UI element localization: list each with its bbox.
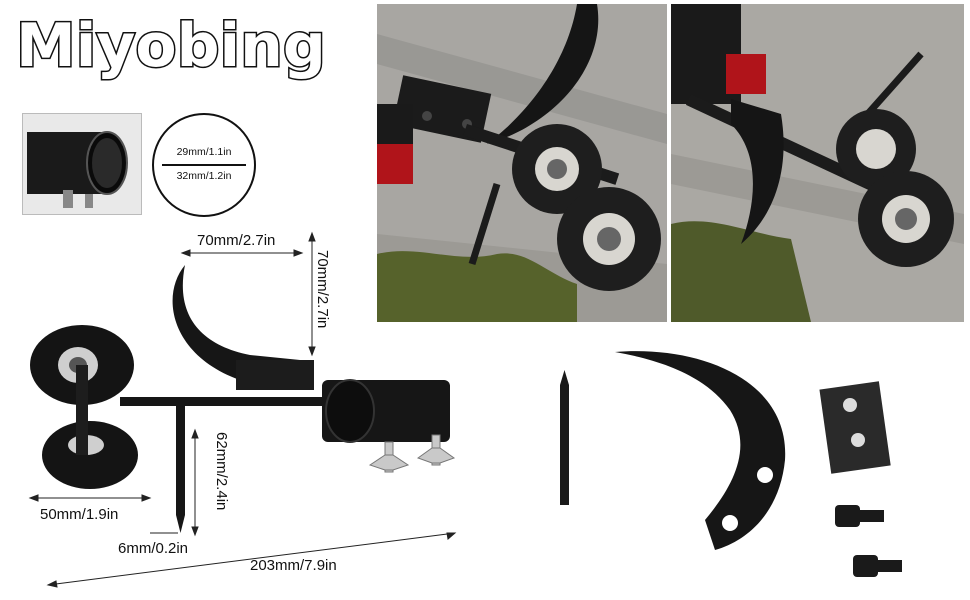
blade-part [615, 351, 786, 550]
spike-shape [176, 405, 185, 515]
brand-logo-graphic: Miyobing [15, 10, 328, 83]
tube-outer-diameter: 32mm/1.2in [176, 170, 232, 182]
spike-part [560, 385, 569, 505]
loose-parts-image [540, 340, 960, 590]
wheel-assembly [30, 325, 138, 489]
dim-spike-length: 62mm/2.4in [213, 432, 230, 511]
usage-photo-1 [377, 4, 667, 322]
diameter-divider [162, 164, 246, 166]
brand-logo: Miyobing [12, 4, 372, 83]
bolt-parts [835, 505, 902, 577]
mounting-plate-part [819, 381, 891, 474]
assembled-tool-diagram [0, 215, 480, 600]
usage-photo-2 [671, 4, 964, 322]
dim-spike-diameter: 6mm/0.2in [118, 540, 189, 557]
tube-closeup-image [22, 113, 142, 215]
dim-blade-height: 70mm/2.7in [314, 250, 331, 329]
blade-plate [236, 360, 314, 390]
dim-wheel-offset: 50mm/1.9in [40, 506, 119, 523]
main-rod [120, 397, 330, 406]
tube-inner-diameter: 29mm/1.1in [176, 146, 232, 158]
dim-total-length: 203mm/7.9in [250, 557, 337, 574]
brand-logo-text: Miyobing [16, 11, 326, 81]
dim-blade-width: 70mm/2.7in [197, 232, 276, 249]
blade-shape [172, 265, 300, 385]
tube-diameter-spec: 29mm/1.1in 32mm/1.2in [152, 113, 256, 217]
